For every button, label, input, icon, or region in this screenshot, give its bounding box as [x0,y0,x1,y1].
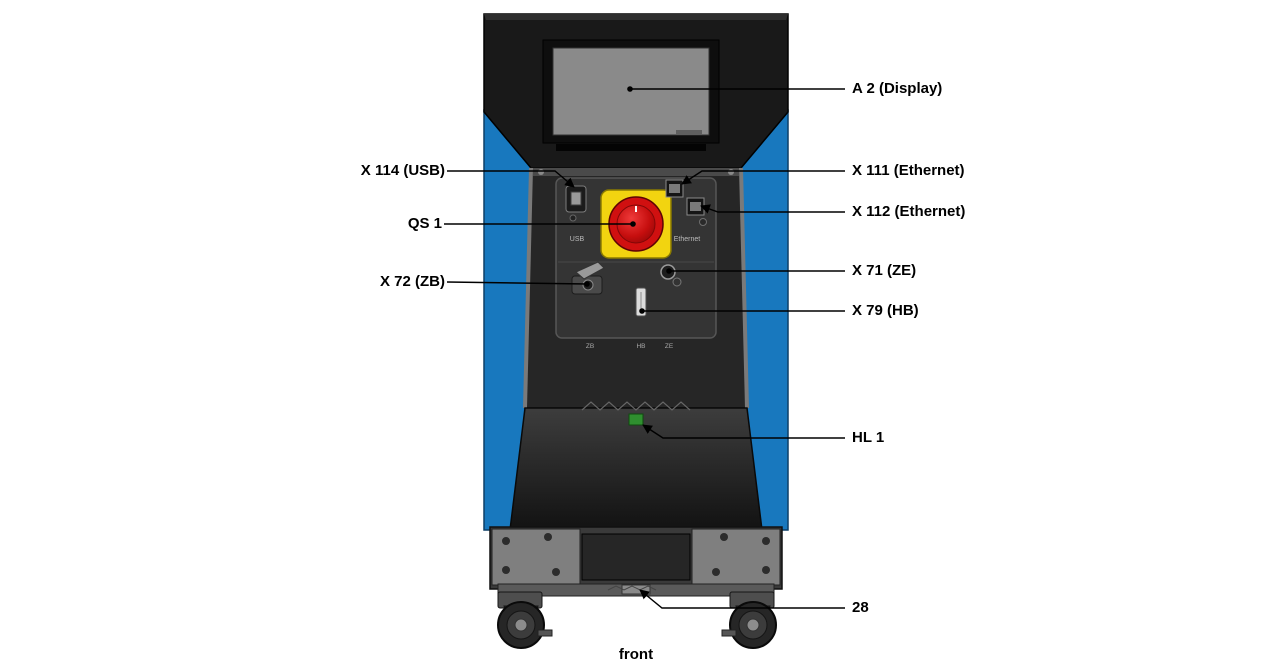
column-right-rail [739,167,749,409]
column-top-strip [533,168,739,176]
label-x71-ze: X 71 (ZE) [852,262,917,279]
leader-28 [639,589,845,609]
marking-hb: HB [636,343,645,350]
label-x111-ethernet: X 111 (Ethernet) [852,162,965,179]
lower-chute [509,401,763,531]
display-lower-strip [556,144,706,151]
label-a2-display: A 2 (Display) [852,80,943,97]
ethernet-port-x111 [665,179,684,198]
ethernet-marking: Ethernet [674,236,701,243]
base-frame [489,526,783,597]
leader-x112 [700,204,845,214]
leader-x114 [447,170,575,188]
label-28: 28 [852,599,869,616]
indicator-hl1 [628,413,644,426]
label-qs1: QS 1 [407,215,442,232]
caption-front: front [618,646,654,663]
ethernet-port-x112 [686,197,707,226]
column-left-rail [523,167,533,409]
marking-zb: ZB [586,343,594,350]
leader-hl1 [642,424,845,439]
brake-lever-right [721,629,737,637]
label-hl1: HL 1 [852,429,885,446]
head-top-edge [484,14,788,20]
vent-zigzag [581,401,691,411]
screw-left [538,169,544,175]
head-unit [483,13,789,169]
usb-marking: USB [570,236,585,243]
label-x112-ethernet: X 112 (Ethernet) [852,203,966,220]
label-x114-usb: X 114 (USB) [360,162,445,179]
emergency-stop-qs1 [600,189,672,259]
leader-lines [444,88,845,609]
part-28 [607,584,657,595]
base-center-recess [581,533,691,581]
leader-x111 [681,170,845,185]
display-logo-mark [676,130,702,135]
caster-right [721,591,777,649]
leader-x72 [446,281,588,285]
usb-port-x114: USB [565,185,587,243]
connector-column: USB Ethernet [523,167,749,409]
screw-right [728,169,734,175]
marking-ze: ZE [665,343,674,350]
label-x72-zb: X 72 (ZB) [379,273,445,290]
label-x79-hb: X 79 (HB) [852,302,919,319]
brake-lever-left [537,629,553,637]
leader-dots [584,86,672,314]
caster-left [497,591,553,649]
